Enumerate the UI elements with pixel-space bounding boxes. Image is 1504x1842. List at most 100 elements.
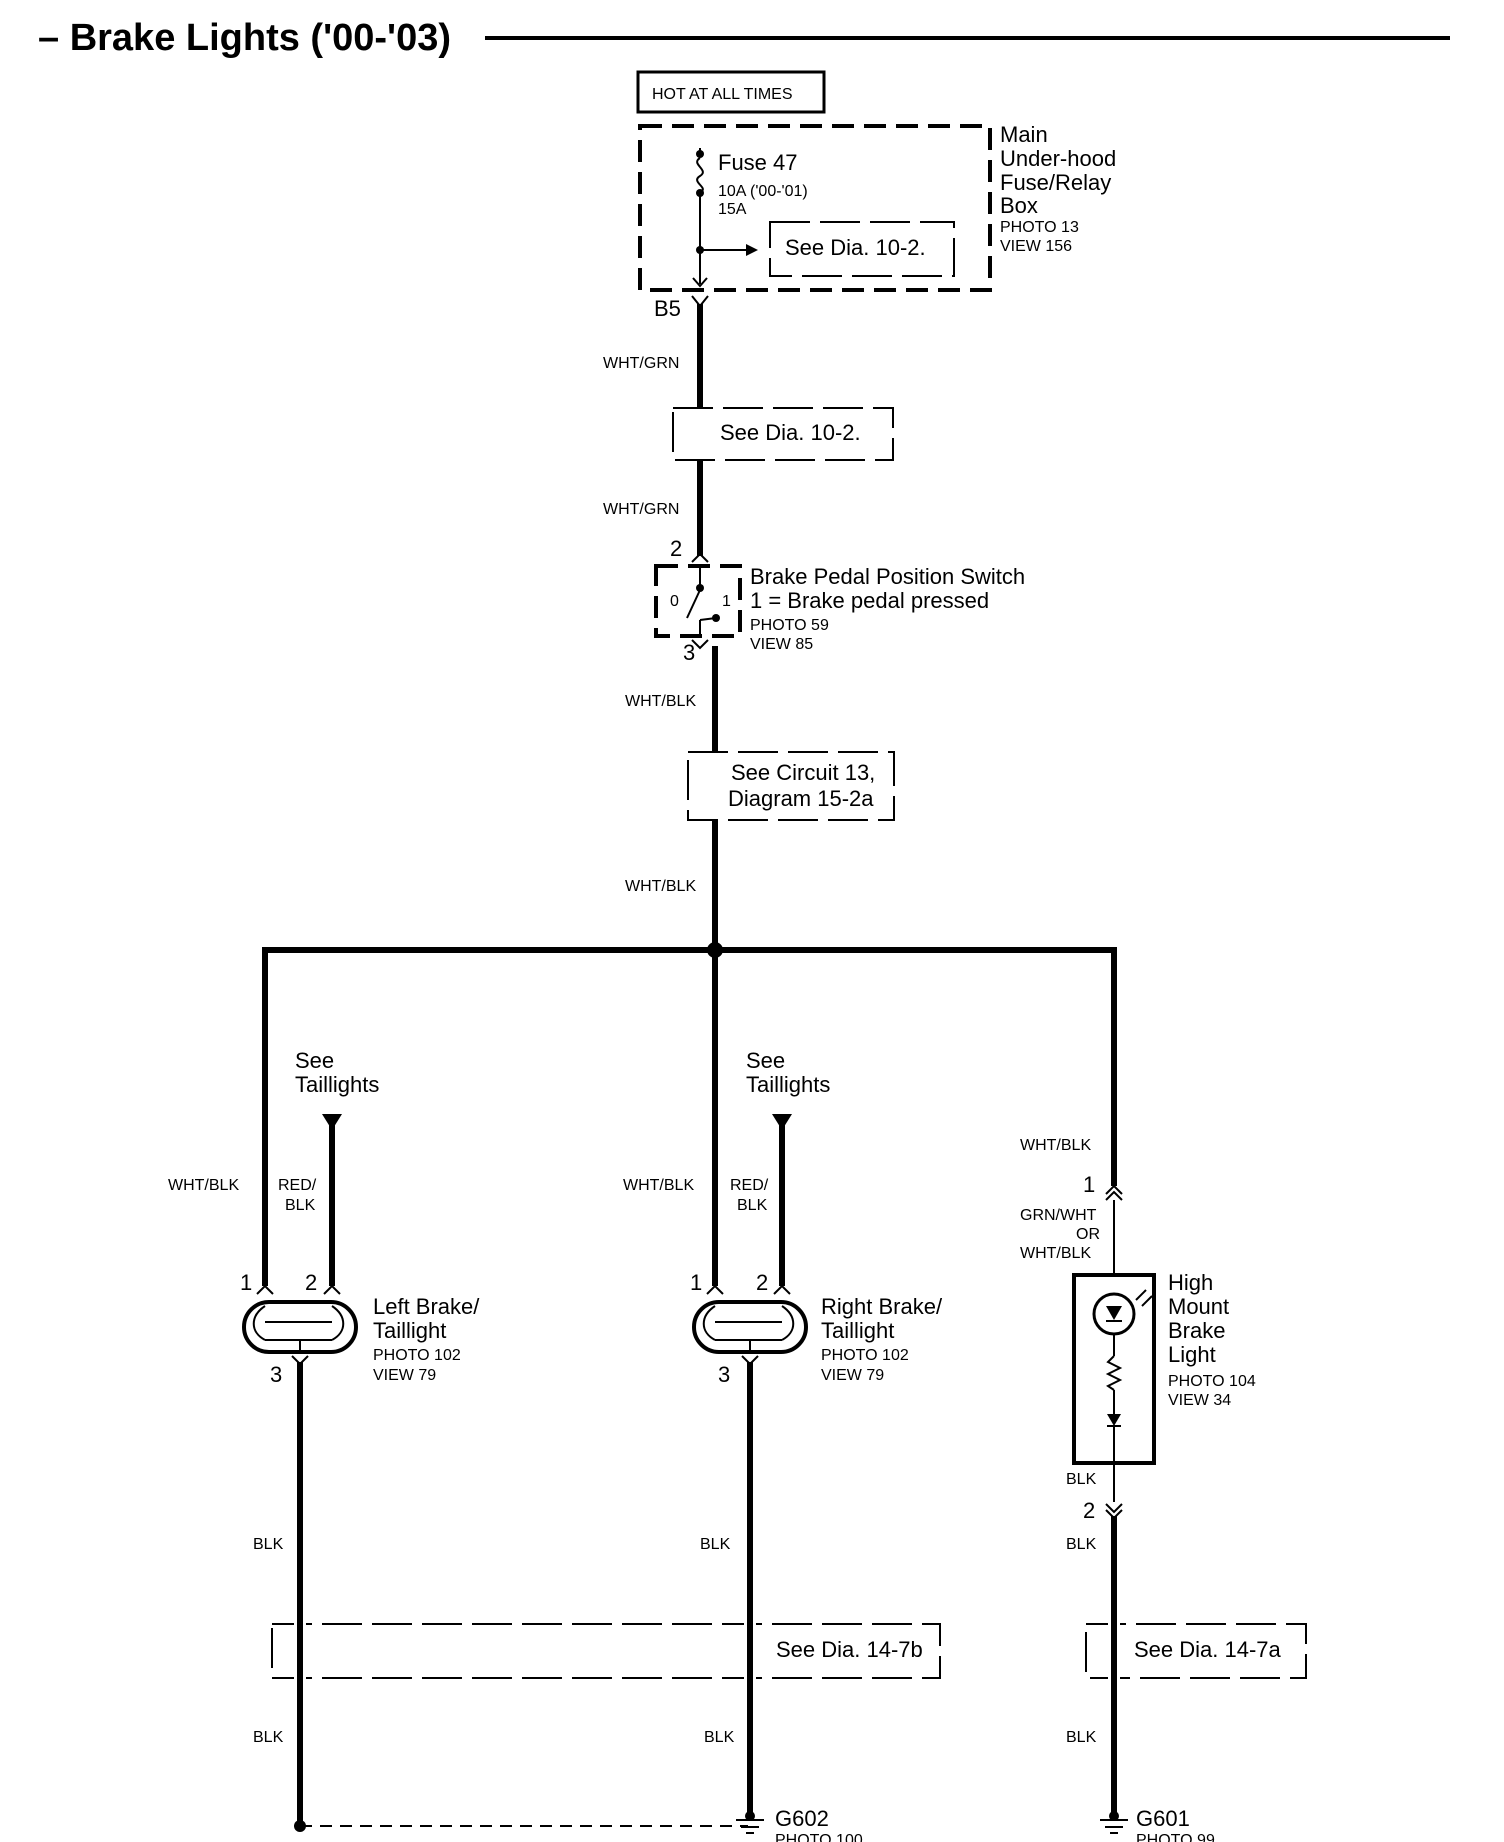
hm-pin-2: 2 [1083,1498,1095,1523]
switch-view: VIEW 85 [750,636,813,653]
hot-at-all-times-label: HOT AT ALL TIMES [652,86,793,103]
left-light-connector-1-icon [256,1284,274,1295]
left-light-name-1: Left Brake/ [373,1294,480,1319]
wire-label-left-red-blk-1: RED/ [278,1177,317,1194]
left-light-pin-3: 3 [270,1362,282,1387]
wire-label-right-blk-2: BLK [704,1729,735,1746]
switch-pos-0: 0 [670,593,679,610]
fuse-box-photo: PHOTO 13 [1000,219,1079,236]
hm-name-3: Brake [1168,1318,1225,1343]
fuse-box-name-1: Main [1000,122,1048,147]
right-light-bulb-1-icon [702,1305,716,1341]
wire-label-wht-grn-1: WHT/GRN [603,355,679,372]
hm-pin-1: 1 [1083,1172,1095,1197]
wire-label-wht-blk-1: WHT/BLK [625,693,696,710]
right-light-pin-2: 2 [756,1270,768,1295]
fuse-rating-2: 15A [718,201,747,218]
hot-at-all-times-box [636,70,826,114]
fuse-name: Fuse 47 [718,150,798,175]
fuse-terminal-top [696,150,704,158]
hm-view: VIEW 34 [1168,1392,1231,1409]
left-light-name-2: Taillight [373,1318,446,1343]
switch-pos-1: 1 [722,593,731,610]
wire-label-right-wht-blk: WHT/BLK [623,1177,694,1194]
g602-name: G602 [775,1806,829,1831]
hm-name-1: High [1168,1270,1213,1295]
switch-name: Brake Pedal Position Switch [750,564,1025,589]
wire-label-left-blk-2: BLK [253,1729,284,1746]
wire-label-right-red-blk-2: BLK [737,1197,768,1214]
taillights-ref-left-arrow-icon [322,1114,342,1130]
wire-label-hm-blk-2: BLK [1066,1536,1097,1553]
switch-contact-link [699,617,717,621]
wire-label-hm-grn-wht-1: GRN/WHT [1020,1207,1097,1224]
left-light-bulb-1-icon [252,1305,266,1341]
circuit-ref-box [687,751,895,821]
hm-connector-2-icon [1105,1503,1123,1520]
fuse-ref-arrow-icon [746,244,758,256]
fuse-box-view: VIEW 156 [1000,238,1072,255]
hm-led-ray-1 [1135,1289,1147,1301]
g601-ground-icon [1109,1811,1119,1821]
wire-label-hm-grn-wht-3: WHT/BLK [1020,1245,1091,1262]
fuse-box-name-2: Under-hood [1000,146,1116,171]
switch-pin-2: 2 [670,536,682,561]
fuse-box-outline [638,124,992,292]
left-light-photo: PHOTO 102 [373,1347,461,1364]
right-light-connector-1-icon [706,1284,724,1295]
taillights-ref-right-1: See [746,1048,785,1073]
right-light-pin-3: 3 [718,1362,730,1387]
right-light-bulb-2-icon [781,1305,795,1341]
hm-name-2: Mount [1168,1294,1229,1319]
right-light-view: VIEW 79 [821,1367,884,1384]
fuse-rating-1: 10A ('00-'01) [718,183,808,200]
wire-label-hm-grn-wht-2: OR [1076,1226,1100,1243]
wire-label-wht-blk-2: WHT/BLK [625,878,696,895]
ref-dia-14-7a-box [1085,1623,1307,1679]
fuse-ref-label: See Dia. 10-2. [785,235,926,260]
taillights-ref-right-2: Taillights [746,1072,830,1097]
wire-label-hm-blk-3: BLK [1066,1729,1097,1746]
g602-photo: PHOTO 100 [775,1832,863,1842]
hm-led-icon [1106,1306,1122,1320]
switch-desc: 1 = Brake pedal pressed [750,588,989,613]
wire-label-right-blk-1: BLK [700,1536,731,1553]
wire-label-left-blk-1: BLK [253,1536,284,1553]
taillights-ref-right-arrow-icon [772,1114,792,1130]
switch-pin-3: 3 [683,640,695,665]
page-title: – Brake Lights ('00-'03) [38,17,451,59]
ref-dia-14-7b-box [271,1623,941,1679]
taillights-ref-left-1: See [295,1048,334,1073]
hm-photo: PHOTO 104 [1168,1373,1256,1390]
ref-dia-10-2-box [672,407,894,461]
left-light-view: VIEW 79 [373,1367,436,1384]
switch-connector-bottom-icon [691,639,709,650]
hm-connector-1-icon [1105,1184,1123,1201]
taillights-ref-left-2: Taillights [295,1072,379,1097]
right-light-name-2: Taillight [821,1318,894,1343]
wire-label-wht-grn-2: WHT/GRN [603,501,679,518]
right-light-pin-1: 1 [690,1270,702,1295]
circuit-ref-line-1: See Circuit 13, [731,760,875,785]
wire-label-left-red-blk-2: BLK [285,1197,316,1214]
left-light-bulb-2-icon [331,1305,345,1341]
switch-contact-top [696,584,704,592]
wire-label-right-red-blk-1: RED/ [730,1177,769,1194]
right-light-photo: PHOTO 102 [821,1347,909,1364]
ref-dia-10-2-label: See Dia. 10-2. [720,420,861,445]
wire-label-hm-blk-1: BLK [1066,1471,1097,1488]
hm-resistor-icon [1105,1355,1123,1391]
fuse-box-name-3: Fuse/Relay [1000,170,1111,195]
hm-diode-icon [1107,1414,1121,1426]
fuse-icon [696,157,704,193]
ref-dia-14-7b-label: See Dia. 14-7b [776,1637,923,1662]
left-light-pin-1: 1 [240,1270,252,1295]
circuit-ref-line-2: Diagram 15-2a [728,786,874,811]
left-light-pin-2: 2 [305,1270,317,1295]
switch-connector-top-icon [691,552,709,563]
wire-label-hm-wht-blk: WHT/BLK [1020,1137,1091,1154]
ref-dia-14-7a-label: See Dia. 14-7a [1134,1637,1282,1662]
switch-outline [654,564,742,638]
wire-label-left-wht-blk: WHT/BLK [168,1177,239,1194]
g602-ground-icon [745,1811,755,1821]
